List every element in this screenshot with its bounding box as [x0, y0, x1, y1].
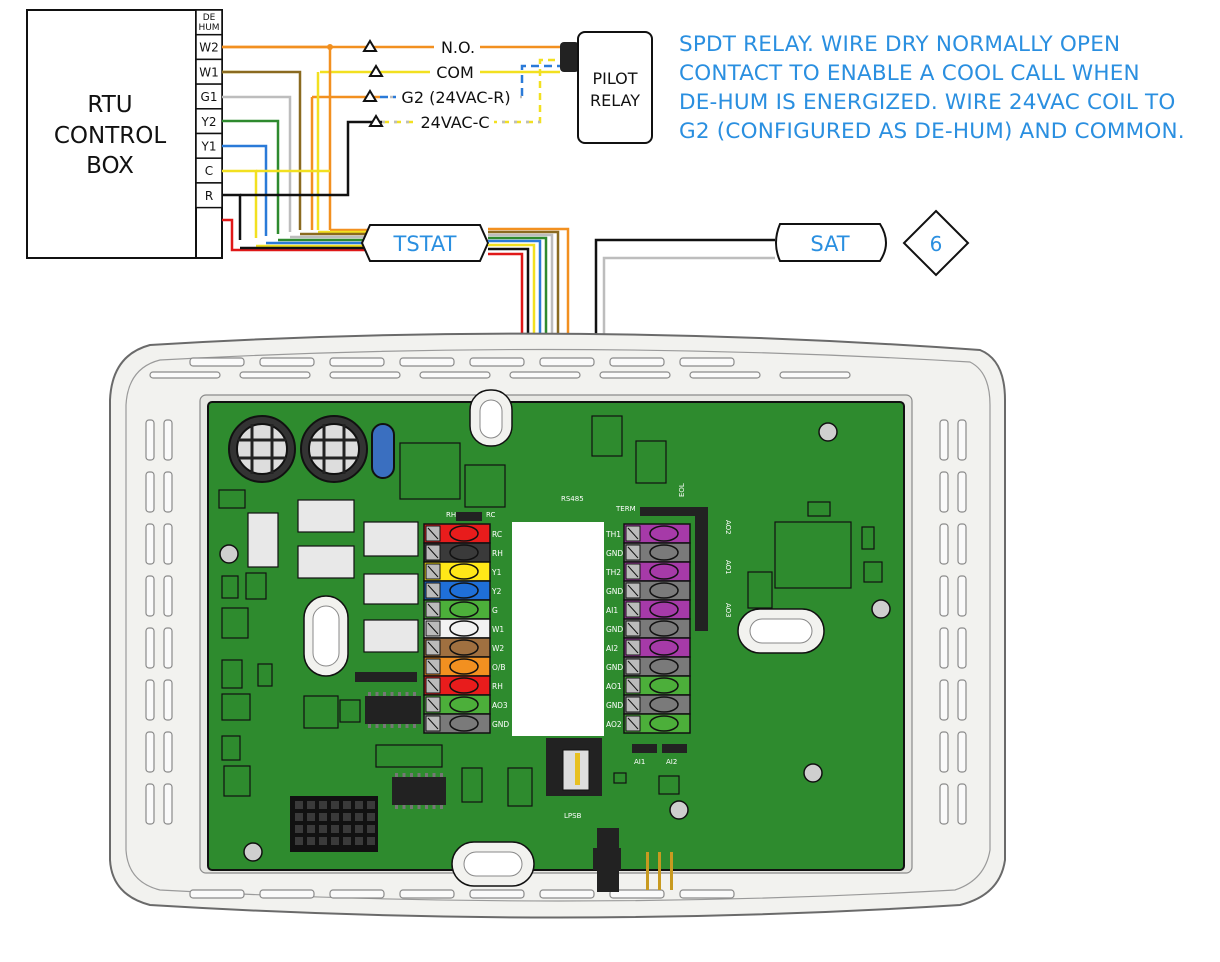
note-line-4: G2 (CONFIGURED AS DE-HUM) AND COMMON. [679, 119, 1185, 144]
rtu-terminal-label: C [205, 164, 213, 178]
header-label-eol: EOL [678, 483, 686, 497]
rtu-terminal-label: W2 [199, 41, 219, 55]
rtu-terminal-label: DE [203, 13, 216, 23]
terminal-label: RH [492, 682, 503, 691]
header-label-ao2: AO2 [724, 520, 732, 535]
terminal-label: GND [606, 587, 623, 596]
terminal-slot: AO2 [606, 713, 691, 734]
terminal-slot: GND [606, 542, 691, 563]
terminal-slot: TH1 [605, 523, 691, 544]
relay-title-line-1: PILOT [592, 69, 637, 88]
terminal-slot: Y1 [423, 561, 502, 582]
terminal-slot: TH2 [605, 561, 691, 582]
terminal-label: Y2 [491, 587, 502, 596]
tstat-label: TSTAT [393, 232, 457, 256]
terminal-label: TH2 [605, 568, 621, 577]
rtu-title-line-2: CONTROL [54, 123, 167, 149]
relay-wires [222, 45, 560, 124]
relay-title-line-2: RELAY [590, 91, 640, 110]
terminal-label: W1 [492, 625, 504, 634]
contact-com-label: COM [436, 63, 474, 82]
terminal-slot: GND [606, 618, 691, 639]
rtu-terminal: Y1 [195, 132, 223, 159]
header-label-ai1: AI1 [634, 758, 645, 766]
rtu-bundle [222, 44, 382, 252]
contact-24vac-c-label: 24VAC-C [420, 113, 489, 132]
header-label-rs485: RS485 [561, 495, 584, 503]
header-label-ai2: AI2 [666, 758, 677, 766]
terminal-label: W2 [492, 644, 504, 653]
header-label-ao3: AO3 [724, 603, 732, 618]
rtu-terminal-label: Y1 [201, 140, 217, 154]
header-label-ao1: AO1 [724, 560, 732, 575]
header-label-lpsb: LPSB [564, 812, 582, 820]
terminal-label: AI1 [606, 606, 618, 615]
terminal-slot: RH [423, 675, 503, 696]
contact-g2-label: G2 (24VAC-R) [401, 88, 510, 107]
terminal-slot: AO1 [606, 675, 691, 696]
terminal-slot: GND [606, 580, 691, 601]
terminal-label: GND [606, 549, 623, 558]
rtu-title-line-3: BOX [86, 153, 134, 179]
terminal-slot: AI1 [606, 599, 691, 620]
terminal-slot: AO3 [423, 694, 508, 715]
rtu-terminal-label: W1 [199, 65, 219, 79]
terminal-slot: G [423, 599, 498, 620]
terminal-label: RH [492, 549, 503, 558]
sat-label: SAT [810, 232, 849, 256]
tstat-connector: TSTAT [360, 224, 490, 262]
terminal-slot: W1 [423, 618, 504, 639]
rtu-terminal: G1 [195, 83, 223, 110]
contact-no-label: N.O. [441, 38, 475, 57]
header-label-rc: RC [486, 511, 496, 519]
relay-contact-triangles [362, 39, 384, 127]
sat-reference: 6 [930, 232, 943, 256]
terminal-label: Y1 [491, 568, 502, 577]
relay-contact-labels: N.O. COM G2 (24VAC-R) 24VAC-C [396, 37, 518, 132]
rtu-terminal: C [195, 157, 223, 184]
terminal-label: GND [606, 701, 623, 710]
terminal-slot: O/B [423, 656, 506, 677]
rtu-terminal-label: G1 [201, 90, 218, 104]
terminal-slot: RH [423, 542, 503, 563]
terminal-slot: Y2 [423, 580, 502, 601]
rtu-terminal: R [195, 182, 223, 209]
terminal-label: O/B [492, 663, 506, 672]
rtu-terminal-label: R [205, 189, 213, 203]
terminal-label: AI2 [606, 644, 618, 653]
terminal-label: GND [492, 720, 509, 729]
pilot-relay: PILOT RELAY [560, 31, 653, 144]
note-line-3: DE-HUM IS ENERGIZED. WIRE 24VAC COIL TO [679, 90, 1176, 115]
terminal-label: GND [606, 663, 623, 672]
note-line-1: SPDT RELAY. WIRE DRY NORMALLY OPEN [679, 32, 1121, 57]
terminal-label: GND [606, 625, 623, 634]
terminal-label: RC [492, 530, 502, 539]
header-label-term: TERM [615, 505, 636, 513]
rtu-terminal-label: HUM [198, 23, 219, 33]
terminal-slot: AI2 [606, 637, 691, 658]
header-label-rh: RH [446, 511, 456, 519]
terminal-label: TH1 [605, 530, 621, 539]
terminal-slot: RC [423, 523, 502, 544]
rtu-title-line-1: RTU [87, 92, 132, 118]
rtu-terminal: W1 [195, 58, 223, 85]
terminal-slot: GND [423, 713, 509, 734]
rtu-terminal-label: Y2 [201, 115, 217, 129]
wiring-note: SPDT RELAY. WIRE DRY NORMALLY OPEN CONTA… [679, 30, 1219, 146]
terminal-label: AO3 [492, 701, 508, 710]
note-line-2: CONTACT TO ENABLE A COOL CALL WHEN [679, 61, 1140, 86]
rtu-terminal: W2 [195, 33, 223, 61]
terminal-label: G [492, 606, 498, 615]
sat-sensor: SAT 6 [594, 209, 970, 562]
rtu-terminal: Y2 [195, 108, 223, 135]
terminal-label: AO1 [606, 682, 622, 691]
terminal-label: AO2 [606, 720, 622, 729]
